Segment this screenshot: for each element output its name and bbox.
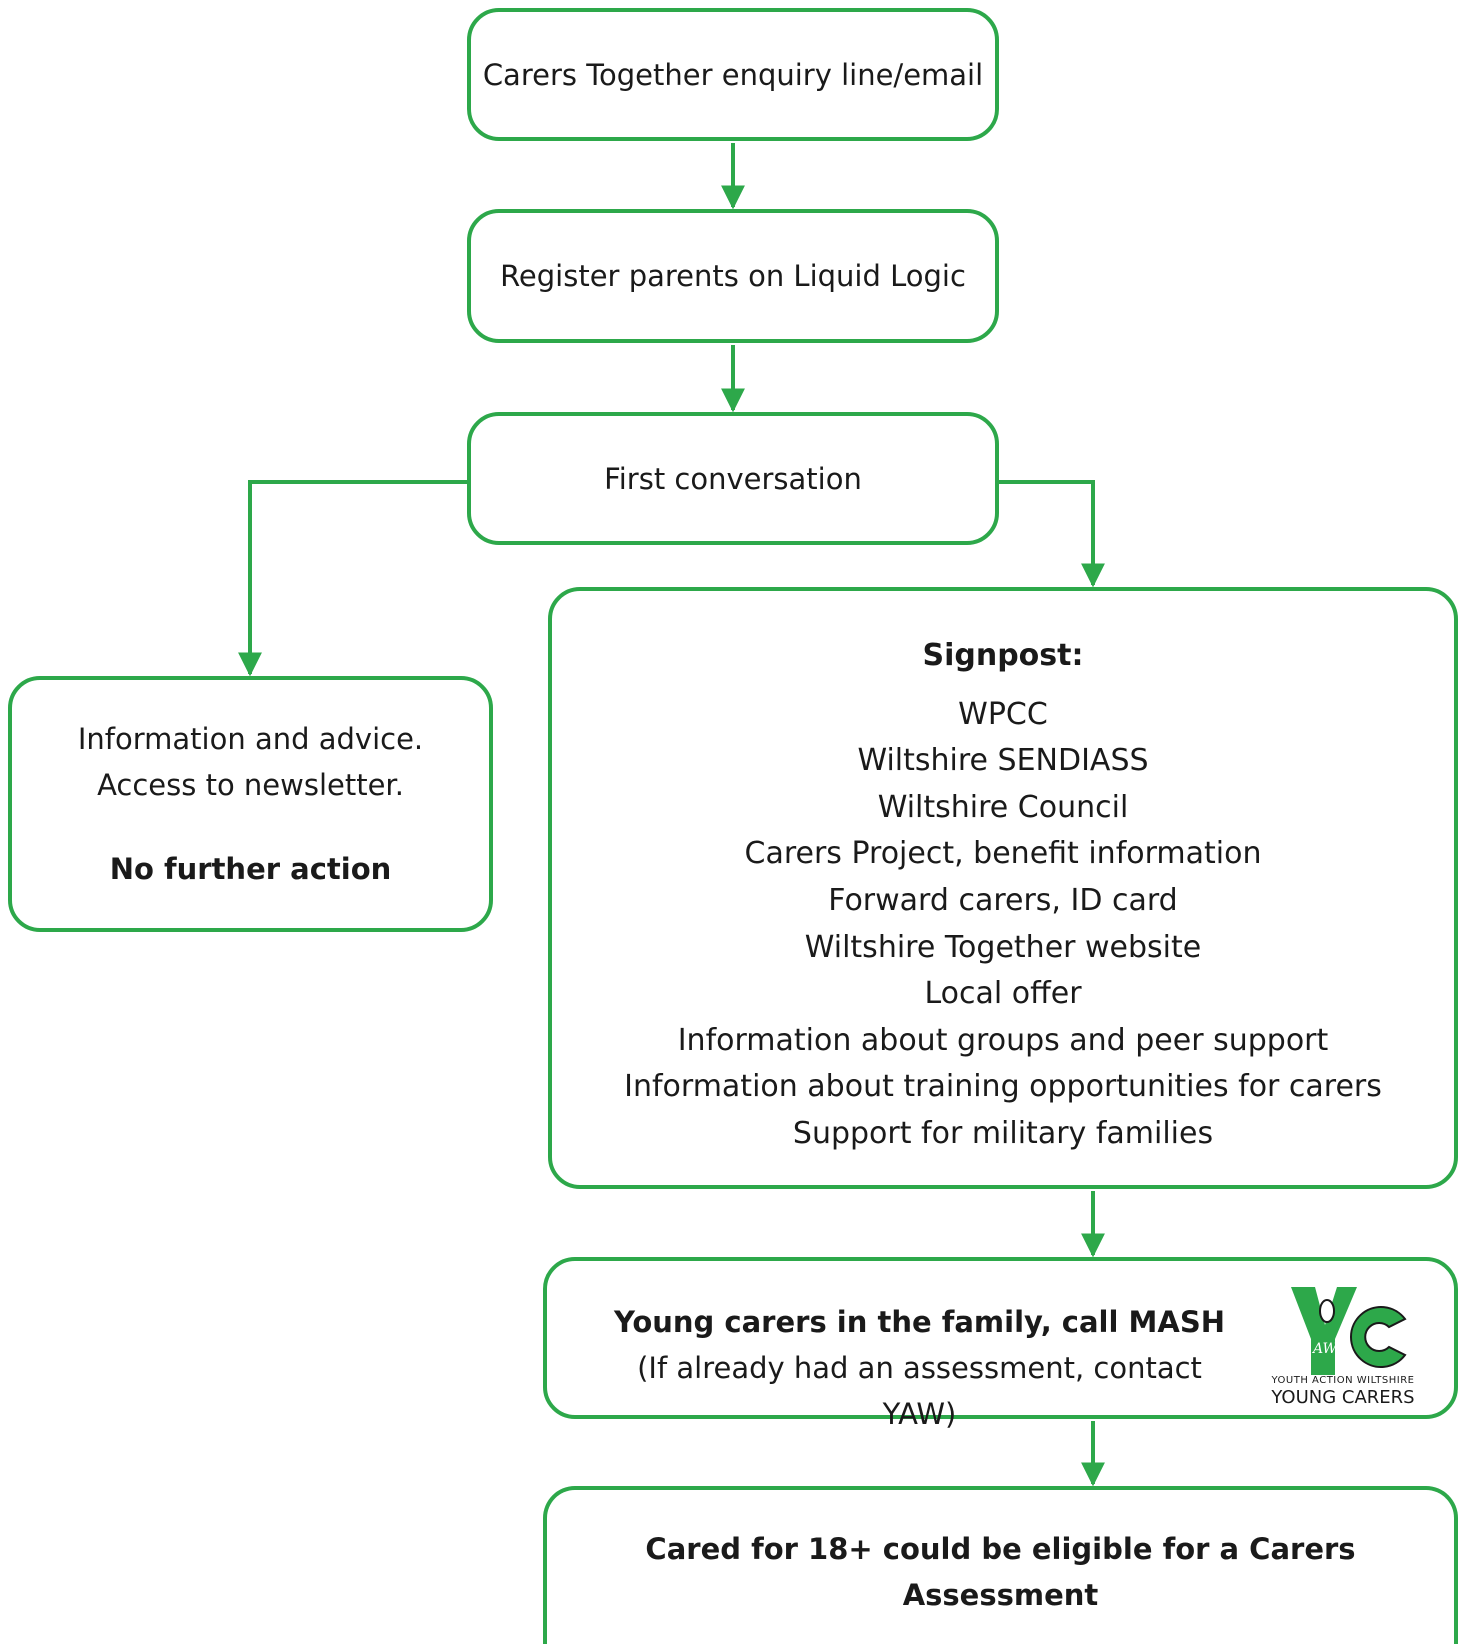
info-line-3: No further action [109,852,392,886]
svg-text:AW: AW [1311,1341,1339,1357]
young-carers-line-2: (If already had an assessment, contact Y… [637,1351,1202,1431]
signpost-item: Support for military families [792,1115,1214,1151]
signpost-item: Wiltshire Council [877,789,1129,825]
arrow-conversation-to-info [238,480,467,677]
register-node: Register parents on Liquid Logic [467,209,999,343]
signpost-item: Information about groups and peer suppor… [677,1022,1329,1058]
signpost-heading: Signpost: [922,638,1084,673]
info-node: Information and advice. Access to newsle… [8,676,493,932]
register-label: Register parents on Liquid Logic [500,259,966,293]
info-line-2: Access to newsletter. [97,768,404,802]
yc-logo-icon: AW [1291,1287,1407,1375]
signpost-item: Carers Project, benefit information [744,836,1262,872]
enquiry-label: Carers Together enquiry line/email [482,57,984,92]
young-carers-line-1: Young carers in the family, call MASH [614,1305,1225,1339]
arrow-conversation-to-signpost [999,480,1105,588]
signpost-item: Information about training opportunities… [624,1069,1382,1105]
conversation-label: First conversation [604,461,862,496]
signpost-item: WPCC [958,696,1048,732]
signpost-item: Forward carers, ID card [828,882,1178,918]
signpost-item: Wiltshire Together website [804,929,1202,965]
assessment-label: Cared for 18+ could be eligible for a Ca… [645,1532,1356,1612]
conversation-node: First conversation [467,412,999,545]
signpost-item: Wiltshire SENDIASS [857,743,1149,779]
logo-small-text: YOUTH ACTION WILTSHIRE [1271,1375,1415,1386]
enquiry-node: Carers Together enquiry line/email [467,8,999,141]
young-carers-logo: AW YOUTH ACTION WILTSHIRE YOUNG CARERS [1253,1281,1433,1409]
logo-big-text: YOUNG CARERS [1271,1387,1415,1408]
young-carers-node: Young carers in the family, call MASH (I… [543,1257,1458,1431]
info-line-1: Information and advice. [77,722,424,756]
assessment-node: Cared for 18+ could be eligible for a Ca… [543,1486,1458,1644]
signpost-item: Local offer [924,976,1082,1012]
signpost-node: Signpost: WPCC Wiltshire SENDIASS Wiltsh… [548,587,1458,1189]
young-carers-text: Young carers in the family, call MASH (I… [607,1299,1232,1437]
